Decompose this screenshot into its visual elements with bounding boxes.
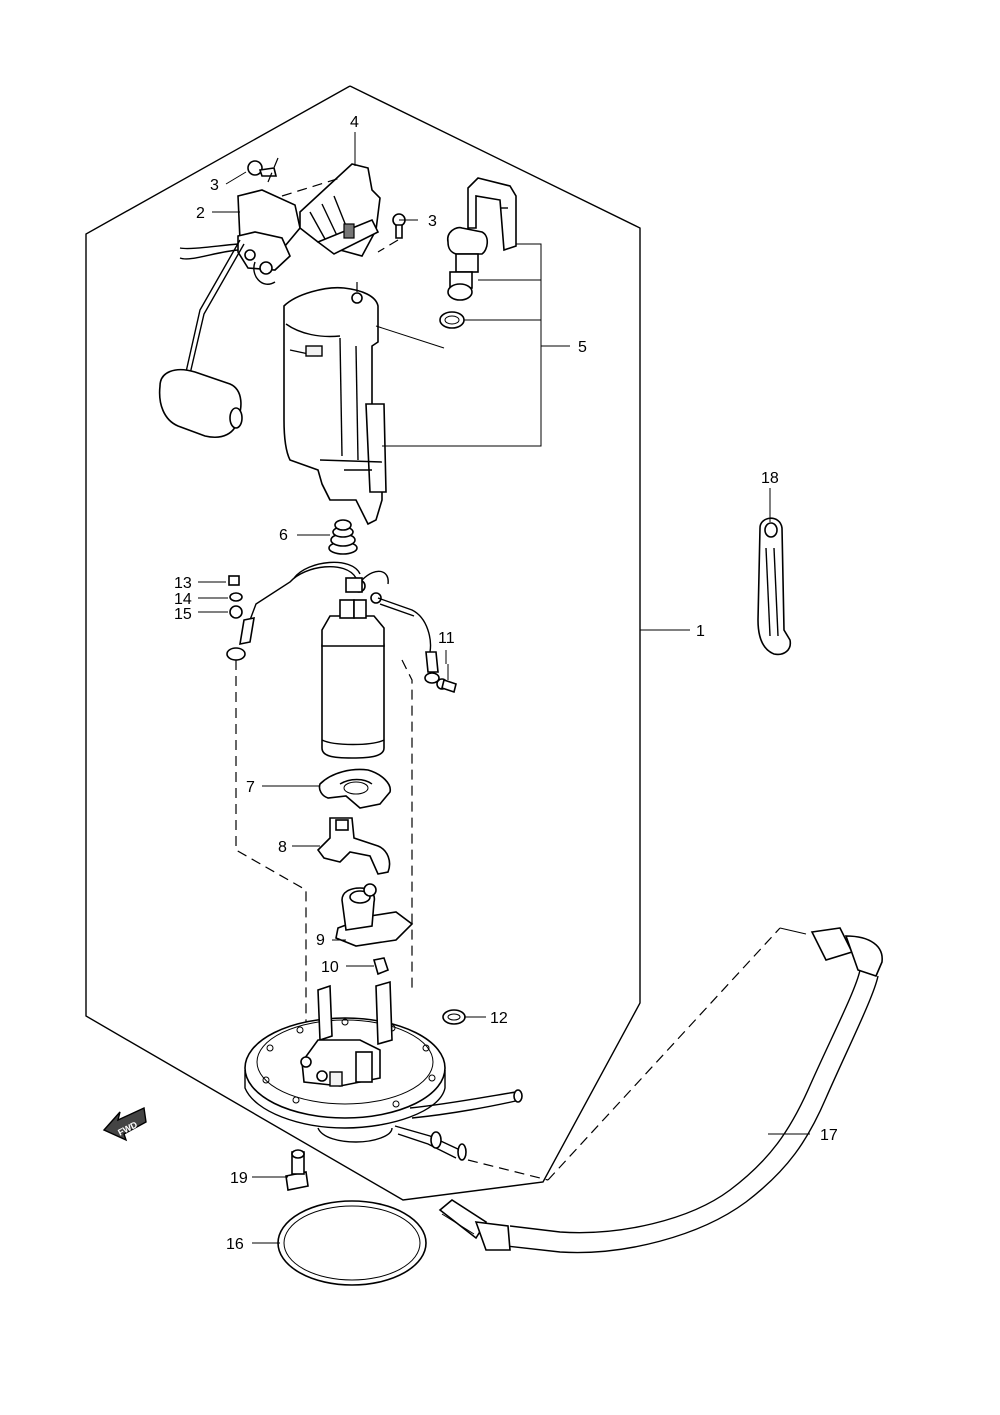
regulator-o-ring: [439, 311, 465, 329]
gasket-16: [277, 1200, 427, 1286]
lock-washer: [229, 605, 243, 619]
callout-10: 10: [321, 959, 339, 976]
callout-4: 4: [350, 114, 359, 131]
screw-upper-left: [247, 160, 278, 177]
callout-12: 12: [490, 1010, 508, 1027]
callout-5: 5: [578, 339, 587, 356]
callout-9: 9: [316, 932, 325, 949]
leader-5: [382, 243, 570, 447]
screw-upper-right: [392, 213, 406, 239]
o-ring-12: [442, 1009, 466, 1025]
fuel-hose-17: [438, 927, 883, 1254]
fuel-level-sender: [158, 189, 301, 438]
ground-bolt: [436, 678, 457, 694]
pressure-regulator: [446, 226, 489, 301]
fwd-arrow-icon: FWD: [102, 1106, 147, 1142]
callout-14: 14: [174, 591, 192, 608]
callout-19: 19: [230, 1170, 248, 1187]
assembly-outline: [85, 85, 641, 1201]
callout-3b: 3: [428, 213, 437, 230]
pump-base-flange: [244, 980, 523, 1161]
callout-15: 15: [174, 606, 192, 623]
callout-1: 1: [696, 623, 705, 640]
pump-plate-7: [318, 768, 392, 809]
clip-10: [372, 957, 389, 976]
washer: [229, 592, 243, 602]
callout-3a: 3: [210, 177, 219, 194]
callout-16: 16: [226, 1236, 244, 1253]
callout-17: 17: [820, 1127, 838, 1144]
callout-11: 11: [438, 630, 455, 647]
callout-7: 7: [246, 779, 255, 796]
nut: [228, 575, 240, 586]
callout-leaders: [198, 132, 810, 1244]
sender-bracket: [299, 163, 381, 257]
hose-band-18: [757, 517, 792, 656]
bolt-19: [285, 1149, 309, 1191]
callout-6: 6: [279, 527, 288, 544]
pump-case: [283, 286, 387, 526]
filter-9: [335, 883, 414, 947]
regulator-holder: [467, 177, 517, 252]
cushion-rubber: [328, 519, 358, 555]
callout-13: 13: [174, 575, 192, 592]
callout-18: 18: [761, 470, 779, 487]
callout-8: 8: [278, 839, 287, 856]
callout-2: 2: [196, 205, 205, 222]
bracket-plate-8: [316, 817, 391, 875]
fuel-pump-motor: [226, 561, 440, 759]
